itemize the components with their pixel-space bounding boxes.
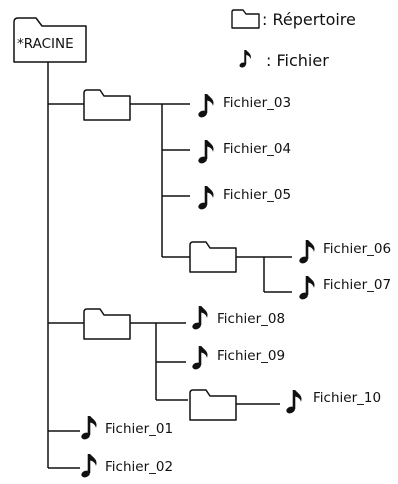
music-note-icon <box>190 304 209 332</box>
file-label: Fichier_09 <box>217 348 285 364</box>
music-note-icon <box>79 414 98 442</box>
folder-icon <box>189 241 237 273</box>
file-label: Fichier_04 <box>223 141 291 157</box>
file-label: Fichier_01 <box>105 421 173 437</box>
legend-directory-label: : Répertoire <box>262 10 356 29</box>
file-item-08: Fichier_08 <box>190 304 285 332</box>
file-item-05: Fichier_05 <box>196 184 291 212</box>
music-note-icon <box>190 344 209 372</box>
legend-file-label: : Fichier <box>266 51 329 70</box>
file-label: Fichier_10 <box>313 390 381 406</box>
music-note-icon <box>297 238 316 266</box>
legend: : Répertoire : Fichier <box>231 9 356 70</box>
file-item-02: Fichier_02 <box>79 452 173 480</box>
file-item-07: Fichier_07 <box>297 274 391 302</box>
legend-folder-icon <box>231 9 260 29</box>
music-note-icon <box>284 388 303 416</box>
file-label: Fichier_05 <box>223 187 291 203</box>
tree-connectors <box>47 62 292 469</box>
folder-icon <box>83 89 131 121</box>
file-label: Fichier_03 <box>223 95 291 111</box>
file-label: Fichier_02 <box>105 459 173 475</box>
file-item-09: Fichier_09 <box>190 344 285 372</box>
file-item-06: Fichier_06 <box>297 238 391 266</box>
file-label: Fichier_08 <box>217 311 285 327</box>
file-item-04: Fichier_04 <box>196 138 291 166</box>
folder-icon <box>189 389 237 421</box>
file-label: Fichier_06 <box>323 241 391 257</box>
file-item-03: Fichier_03 <box>196 92 291 120</box>
file-item-01: Fichier_01 <box>79 414 173 442</box>
folder-icon <box>83 308 131 340</box>
music-note-icon <box>297 274 316 302</box>
music-note-icon <box>196 184 215 212</box>
music-note-icon <box>196 138 215 166</box>
music-note-icon <box>196 92 215 120</box>
file-label: Fichier_07 <box>323 277 391 293</box>
music-note-icon <box>79 452 98 480</box>
file-item-10: Fichier_10 <box>284 388 381 416</box>
root-label: *RACINE <box>17 36 74 52</box>
legend-note-icon <box>237 49 252 70</box>
root-folder: *RACINE <box>13 17 87 63</box>
